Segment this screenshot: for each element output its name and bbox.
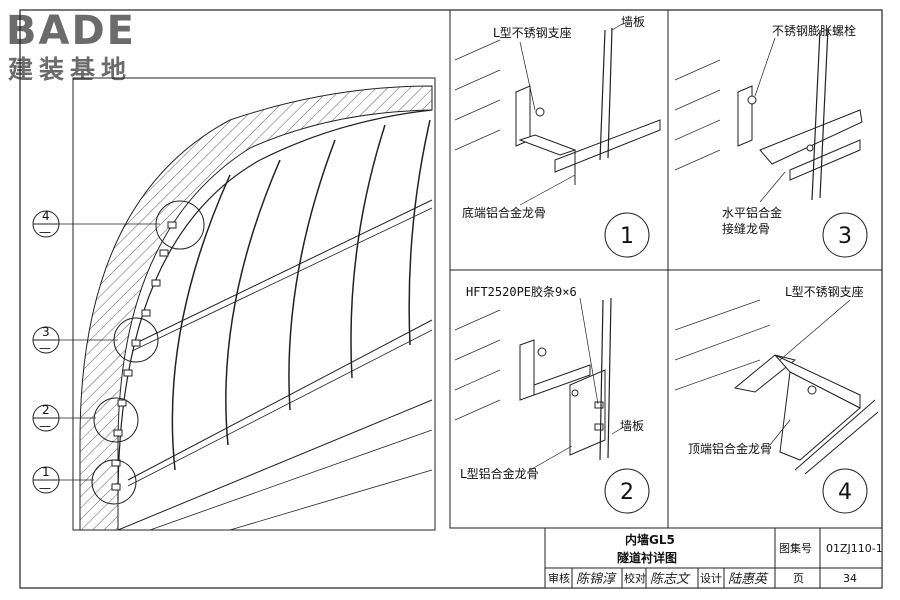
callout-2-dash: — bbox=[39, 419, 51, 433]
d1-keel-label: 底端铝合金龙骨 bbox=[462, 205, 546, 220]
d2-number: 2 bbox=[620, 480, 634, 505]
review-signature: 陈锦淳 bbox=[576, 571, 617, 587]
d4-support-label: L型不锈钢支座 bbox=[785, 284, 864, 299]
d3-bolt-label: 不锈钢膨胀螺栓 bbox=[772, 23, 856, 38]
tunnel-perspective-view bbox=[72, 77, 436, 531]
callout-1: 1 — bbox=[32, 465, 94, 495]
detail-1: L型不锈钢支座 墙板 底端铝合金龙骨 1 bbox=[454, 15, 661, 258]
callout-1-dash: — bbox=[39, 481, 51, 495]
d2-panel-label: 墙板 bbox=[620, 419, 644, 433]
d1-number: 1 bbox=[620, 224, 634, 249]
callout-3-num: 3 bbox=[42, 325, 50, 339]
d2-keel-label: L型铝合金龙骨 bbox=[460, 466, 539, 481]
d1-panel-label: 墙板 bbox=[621, 15, 645, 29]
d4-keel-label: 顶端铝合金龙骨 bbox=[688, 441, 772, 456]
concrete-lining bbox=[79, 85, 433, 531]
detail-2: HFT2520PE胶条9×6 墙板 L型铝合金龙骨 2 bbox=[454, 284, 650, 514]
d3-joint-line2: 接缝龙骨 bbox=[722, 221, 770, 236]
horizontal-joint-2 bbox=[131, 199, 433, 346]
d2-strip-label: HFT2520PE胶条9×6 bbox=[466, 284, 577, 299]
perspective-frame bbox=[72, 77, 436, 531]
detail-circle-2 bbox=[93, 397, 139, 443]
detail-3: 不锈钢膨胀螺栓 水平铝合金 接缝龙骨 3 bbox=[674, 23, 868, 258]
callout-3-dash: — bbox=[39, 341, 51, 355]
horizontal-joint-1 bbox=[127, 319, 433, 481]
callout-3: 3 — bbox=[32, 325, 118, 355]
callout-4-num: 4 bbox=[42, 209, 50, 223]
page-value: 34 bbox=[843, 572, 857, 585]
detail-circle-1 bbox=[91, 459, 137, 505]
d3-joint-line1: 水平铝合金 bbox=[722, 205, 782, 220]
design-signature: 陆惠英 bbox=[728, 572, 769, 587]
logo-subtitle: 建装基地 bbox=[8, 55, 132, 84]
check-signature: 陈志文 bbox=[650, 571, 691, 587]
bade-logo: BADE 建装基地 bbox=[6, 8, 136, 84]
d4-number: 4 bbox=[838, 480, 852, 505]
design-label: 设计 bbox=[700, 572, 722, 585]
callout-1-num: 1 bbox=[42, 465, 50, 479]
detail-4: L型不锈钢支座 顶端铝合金龙骨 4 bbox=[674, 284, 879, 514]
detail-circle-4 bbox=[155, 200, 205, 250]
title-line1: 内墙GL5 bbox=[625, 532, 675, 547]
atlas-label: 图集号 bbox=[779, 541, 812, 555]
page-label: 页 bbox=[793, 572, 804, 585]
callout-2-num: 2 bbox=[42, 403, 50, 417]
review-label: 审核 bbox=[548, 571, 570, 585]
callout-4: 4 — bbox=[32, 209, 160, 239]
check-label: 校对 bbox=[624, 571, 646, 585]
title-line2: 隧道衬详图 bbox=[617, 550, 677, 565]
logo-brand: BADE bbox=[6, 8, 136, 54]
callout-4-dash: — bbox=[39, 225, 51, 239]
callout-2: 2 — bbox=[32, 403, 96, 433]
d1-support-label: L型不锈钢支座 bbox=[493, 25, 572, 40]
atlas-value: 01ZJ110-1 bbox=[826, 542, 883, 555]
d3-number: 3 bbox=[838, 224, 852, 249]
title-block: 内墙GL5 隧道衬详图 图集号 01ZJ110-1 审核 陈锦淳 校对 陈志文 … bbox=[544, 527, 883, 589]
